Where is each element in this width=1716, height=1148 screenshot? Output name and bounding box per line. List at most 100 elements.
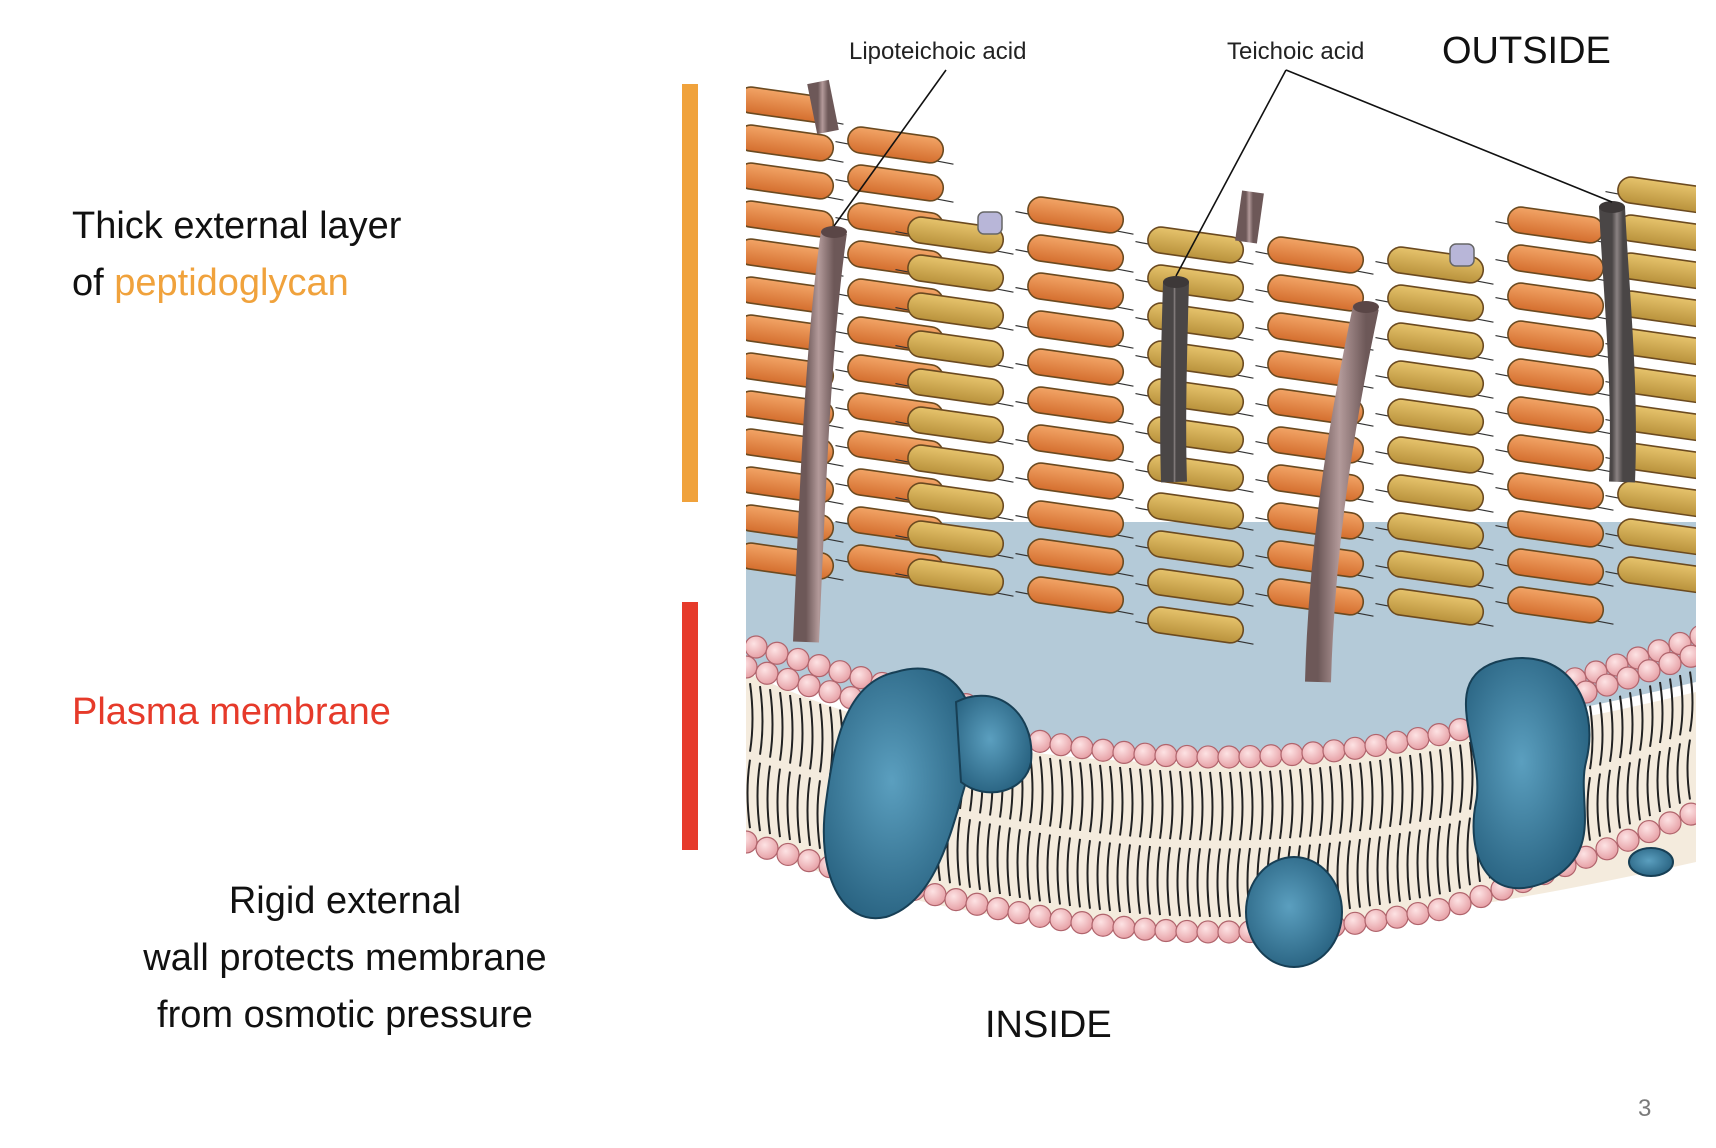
lipid-tail [1016, 829, 1021, 898]
lipid-head [746, 830, 758, 854]
lipid-head [1595, 837, 1619, 861]
rigid-wall-caption-line2: wall protects membrane [143, 937, 547, 979]
teichoic-acid-stem [1160, 281, 1189, 483]
lipid-tail [1166, 847, 1171, 916]
peptidoglycan-strand [1375, 588, 1494, 627]
peptidoglycan-strand [1015, 196, 1134, 235]
rigid-wall-caption-line3: from osmotic pressure [157, 994, 533, 1036]
lipid-head [765, 641, 789, 665]
lipid-tail [1179, 771, 1184, 840]
lipid-tail [1319, 767, 1324, 836]
stem-cap [1163, 276, 1189, 288]
teichoic-stems [793, 79, 1636, 683]
lipid-tail [1629, 692, 1634, 755]
lipid-tail [1396, 833, 1401, 902]
lipid-tail [1249, 771, 1254, 841]
peptidoglycan-strand [1015, 386, 1134, 425]
lipid-tail [789, 694, 794, 764]
lipid-tail [966, 819, 971, 888]
lipid-tail [1399, 756, 1404, 826]
lipid-head [786, 647, 810, 672]
lipid-tail [1076, 838, 1081, 908]
lipid-tail [1119, 766, 1124, 836]
lipid-tail [1269, 770, 1274, 840]
lipid-tail [769, 688, 774, 758]
membrane-protein [954, 694, 1033, 794]
lipid-tail [1656, 750, 1661, 813]
peptidoglycan-strand [746, 428, 844, 467]
lipid-head [1689, 625, 1696, 647]
lipid-head [746, 635, 768, 659]
lipid-tail [1586, 777, 1591, 841]
peptidoglycan-strand [1495, 320, 1614, 359]
lipid-tail [1169, 770, 1174, 840]
peptidoglycan-highlight: peptidoglycan [114, 262, 349, 304]
lipid-tail [1196, 848, 1201, 917]
lipid-tail [1126, 844, 1131, 914]
lipid-head [1175, 919, 1199, 944]
lipid-tail [1099, 764, 1104, 834]
peptidoglycan-caption-line2: of peptidoglycan [72, 255, 401, 312]
peptidoglycan-strand [1135, 416, 1254, 455]
lipid-tail [1616, 765, 1621, 829]
lipid-tail [1109, 765, 1114, 835]
lipid-tail [1456, 820, 1461, 889]
peptidoglycan-strand [1015, 462, 1134, 501]
lipid-head [1133, 917, 1157, 941]
lipid-head [1238, 744, 1262, 769]
lipid-tail [1649, 685, 1654, 747]
lipid-tail [1176, 847, 1181, 917]
lipid-tail [1439, 749, 1444, 819]
peptidoglycan-strand [1375, 474, 1494, 513]
peptidoglycan-strand [1495, 510, 1614, 549]
lipid-head [1280, 742, 1304, 767]
teichoic-acid-leader [1175, 69, 1287, 277]
lipoteichoic-acid-label: Lipoteichoic acid [849, 38, 1027, 65]
peptidoglycan-caption-line1: Thick external layer [72, 205, 402, 247]
peptidoglycan-strand [1375, 512, 1494, 551]
peptidoglycan-strand [1605, 518, 1696, 557]
peptidoglycan-strand [1135, 454, 1254, 493]
lipid-tail [1609, 698, 1614, 762]
peptidoglycan-strand [1495, 244, 1614, 283]
peptidoglycan-strand [895, 482, 1014, 521]
lipid-tail [1309, 767, 1314, 837]
lipid-tail [1299, 768, 1304, 838]
peptidoglycan-strand [1605, 556, 1696, 595]
lipid-tail [1039, 756, 1044, 826]
lipid-tail [1409, 754, 1414, 824]
plasma-membrane-bracket-bar [682, 602, 698, 850]
lipid-tail [1419, 753, 1424, 822]
lipid-tail [819, 703, 824, 773]
lipid-tail [1046, 834, 1051, 904]
lipid-head [965, 892, 989, 916]
peptidoglycan-strand [1375, 322, 1494, 361]
lipid-tail [1129, 767, 1134, 837]
lipid-head [1091, 913, 1115, 937]
lipid-tail [1289, 769, 1294, 839]
lipid-tail [1689, 671, 1694, 732]
peptidoglycan-strand [746, 200, 844, 239]
lipid-head [1658, 651, 1682, 676]
lipid-head [755, 836, 779, 860]
lipid-tail [1466, 817, 1471, 886]
inside-label: INSIDE [985, 1004, 1112, 1046]
lipid-head [807, 654, 831, 678]
teichoic-acid-stem [1599, 206, 1636, 483]
lipid-tail [1189, 771, 1194, 841]
lipid-tail [1349, 763, 1354, 833]
lipid-tail [976, 821, 981, 891]
lipid-tail [1669, 678, 1674, 740]
lipid-tail [1659, 681, 1664, 744]
peptidoglycan-strand [835, 164, 954, 203]
lipid-tail [1186, 847, 1191, 917]
peptidoglycan-strand [895, 406, 1014, 445]
lipid-tail [1229, 771, 1234, 841]
peptidoglycan-strand [1135, 226, 1254, 265]
peptidoglycan-strand [1375, 284, 1494, 323]
peptidoglycan-strand [895, 330, 1014, 369]
peptidoglycan-strand [1015, 576, 1134, 615]
lipid-head [1406, 726, 1430, 751]
lipid-tail [1049, 757, 1054, 827]
